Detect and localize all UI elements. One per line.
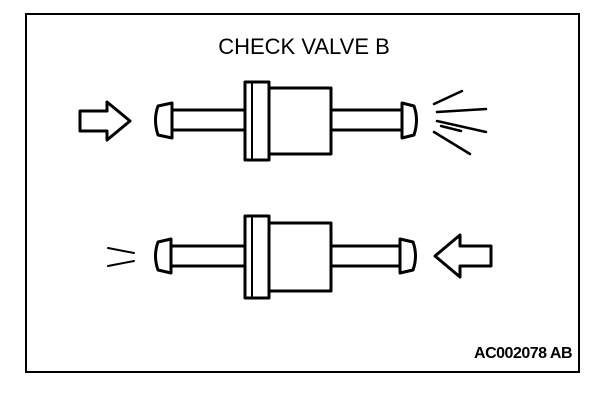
flow-arrow-right-icon — [78, 100, 132, 142]
flow-arrow-left-icon — [433, 233, 493, 279]
figure-code: AC002078 AB — [474, 345, 572, 362]
blocked-spray-icon — [107, 247, 135, 267]
bottom-valve — [154, 214, 417, 300]
spray-lines-icon — [432, 89, 488, 156]
figure-frame — [25, 13, 580, 373]
figure-title: CHECK VALVE B — [218, 34, 390, 59]
top-valve — [154, 80, 418, 162]
